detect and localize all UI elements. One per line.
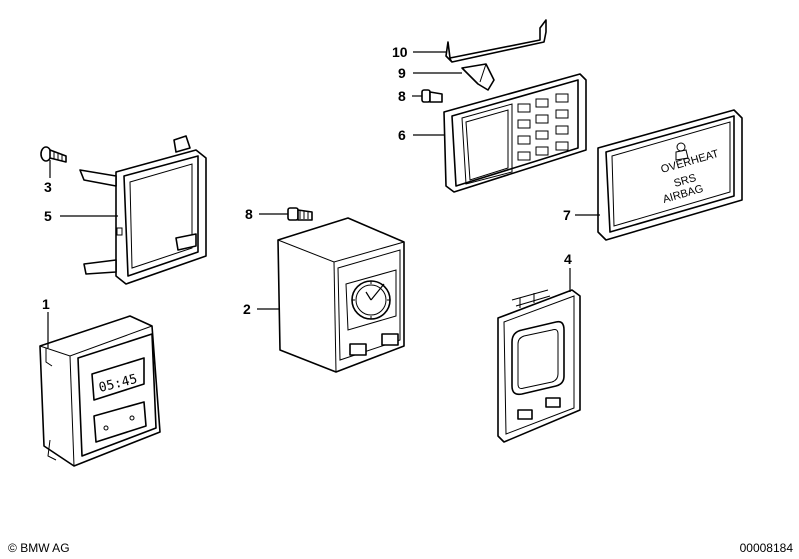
copyright-notice: © BMW AG — [8, 541, 70, 555]
panel-srs-text: SRS — [673, 172, 698, 190]
srs-airbag-panel-part-7: OVERHEAT SRS AIRBAG — [597, 109, 743, 241]
callout-9: 9 — [398, 65, 406, 81]
screw-part-3 — [40, 146, 67, 163]
digital-clock-part-1: 05:45 — [39, 315, 161, 467]
copyright-symbol: © — [8, 541, 17, 555]
mounting-frame-part-5 — [79, 135, 207, 285]
bulb-socket-part-8-top — [421, 89, 443, 103]
check-control-panel-part-6 — [443, 73, 587, 193]
callout-10: 10 — [392, 44, 408, 60]
airbag-pictogram-icon — [675, 142, 689, 161]
bracket-part-10 — [445, 19, 547, 63]
cover-trim-part-4 — [497, 289, 581, 443]
callout-3: 3 — [44, 179, 52, 195]
callout-7: 7 — [563, 207, 571, 223]
callout-8-middle: 8 — [245, 206, 253, 222]
callout-4: 4 — [564, 251, 572, 267]
callout-2: 2 — [243, 301, 251, 317]
drawing-number: 00008184 — [739, 541, 793, 555]
callout-8-top: 8 — [398, 88, 406, 104]
callout-1: 1 — [42, 296, 50, 312]
bulb-socket-part-8-middle — [287, 207, 313, 221]
callout-5: 5 — [44, 208, 52, 224]
callout-6: 6 — [398, 127, 406, 143]
copyright-text: BMW AG — [20, 541, 70, 555]
clip-part-9 — [461, 63, 495, 91]
analog-clock-part-2 — [277, 217, 405, 373]
